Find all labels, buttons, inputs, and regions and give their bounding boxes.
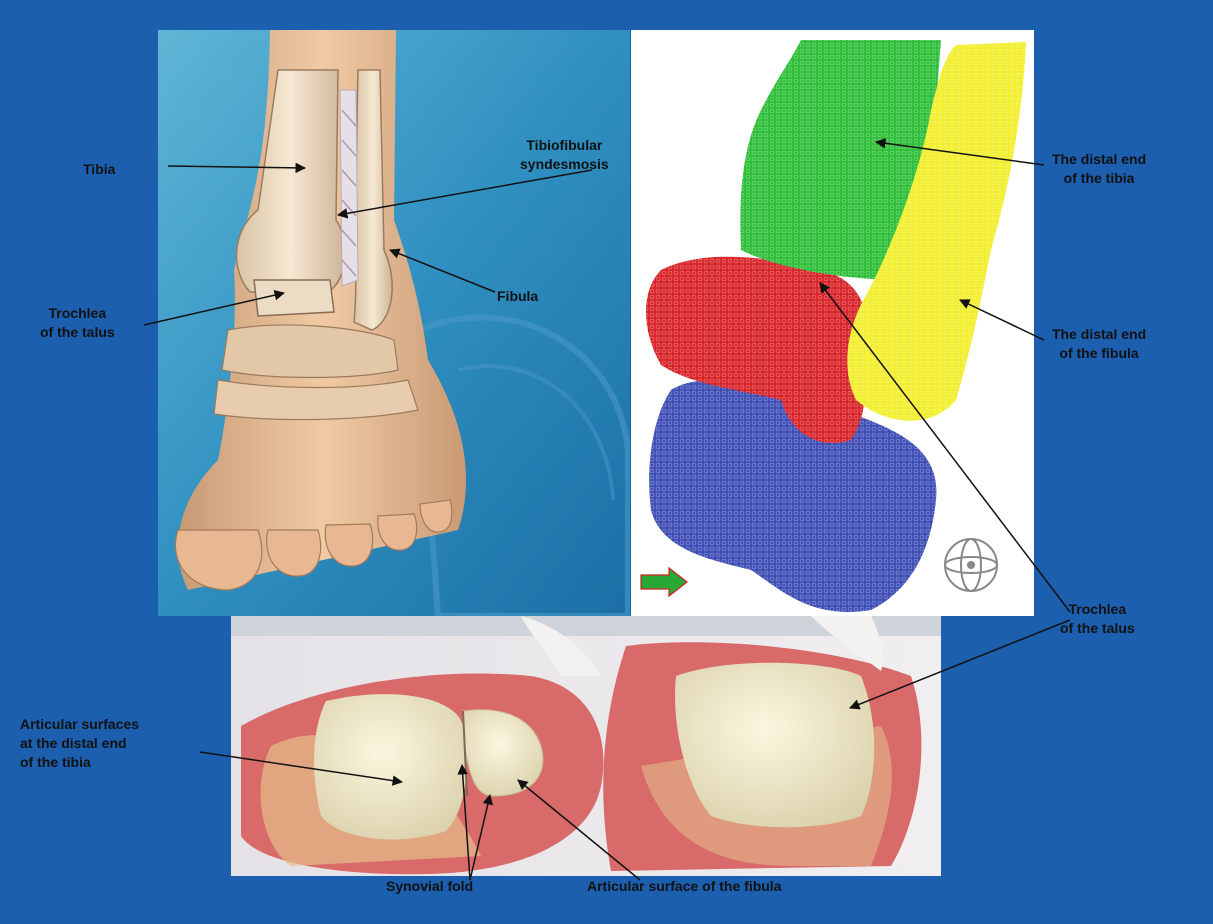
label-tibiofibular-syndesmosis: Tibiofibular syndesmosis xyxy=(520,136,609,174)
orientation-arrow-icon xyxy=(641,568,687,596)
label-articular-surface-fibula: Articular surface of the fibula xyxy=(587,877,781,896)
specimen-photo xyxy=(231,616,941,876)
label-trochlea-left: Trochlea of the talus xyxy=(40,304,115,342)
label-fibula: Fibula xyxy=(497,287,538,306)
talus-trochlea xyxy=(254,280,334,316)
bone-mesh-model xyxy=(631,30,1034,616)
tibia-articular-surface xyxy=(314,694,467,839)
label-distal-tibia: The distal end of the tibia xyxy=(1052,150,1146,188)
talus-articular-surface xyxy=(675,663,874,827)
label-articular-surfaces-tibia: Articular surfaces at the distal end of … xyxy=(20,715,139,772)
rotation-gizmo-icon xyxy=(945,539,997,591)
label-trochlea-right: Trochlea of the talus xyxy=(1060,600,1135,638)
label-tibia: Tibia xyxy=(83,160,115,179)
label-distal-fibula: The distal end of the fibula xyxy=(1052,325,1146,363)
label-synovial-fold: Synovial fold xyxy=(386,877,473,896)
ankle-illustration xyxy=(158,30,630,616)
